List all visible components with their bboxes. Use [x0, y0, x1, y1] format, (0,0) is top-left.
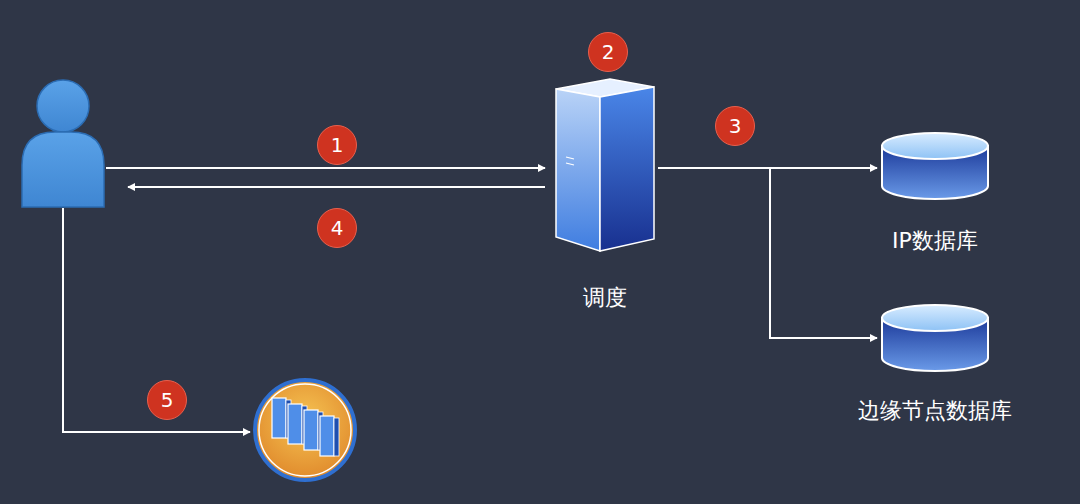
- rack: [320, 416, 334, 456]
- callout-number: 1: [317, 125, 357, 165]
- cluster-circle: [255, 380, 355, 480]
- user-icon: [22, 80, 104, 207]
- server-side: [600, 87, 654, 251]
- database-node: 边缘节点数据库: [880, 303, 990, 373]
- rack: [304, 410, 318, 450]
- node-label: 边缘节点数据库: [858, 398, 1012, 424]
- cylinder-top: [882, 133, 988, 159]
- server-shape: [552, 75, 658, 255]
- database-node: IP数据库: [880, 131, 990, 201]
- response-arrow: [128, 186, 545, 188]
- callout-number: 5: [147, 380, 187, 420]
- cluster-ring: [259, 384, 351, 476]
- rack: [288, 404, 302, 444]
- edge-cluster-icon: [255, 380, 355, 480]
- user-body: [22, 132, 104, 207]
- server-front: [556, 89, 600, 251]
- cylinder-shape: [880, 303, 990, 373]
- connector-layer: [658, 168, 877, 338]
- connector: [658, 168, 877, 338]
- callout-number: 2: [588, 32, 628, 72]
- callout-number: 4: [317, 208, 357, 248]
- node-label: 调度: [583, 285, 627, 311]
- request-arrow: [106, 167, 545, 169]
- cylinder-top: [882, 305, 988, 331]
- cluster-racks: [272, 398, 339, 456]
- server-node: 调度: [552, 75, 658, 255]
- access-arrow: [63, 208, 250, 432]
- server-slot: [566, 157, 574, 165]
- node-label: IP数据库: [892, 228, 978, 254]
- rack: [272, 398, 286, 438]
- rack-side: [334, 418, 339, 456]
- callout-number: 3: [715, 106, 755, 146]
- user-head: [37, 80, 89, 132]
- cylinder-shape: [880, 131, 990, 201]
